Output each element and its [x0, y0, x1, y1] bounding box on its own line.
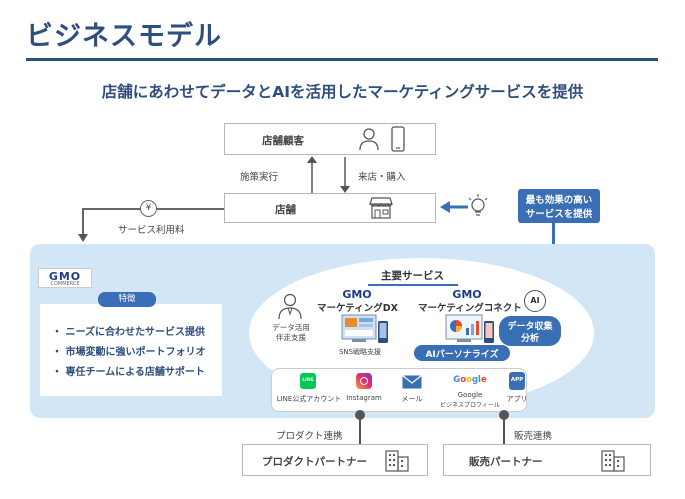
channel-label-app: アプリ: [506, 395, 528, 403]
feature-item: ・ 専任チームによる店舗サポート: [52, 367, 205, 378]
feature-item: ・ ニーズに合わせたサービス提供: [52, 327, 205, 338]
dx-device-illustration: [341, 314, 388, 343]
instagram-icon-lens: [360, 377, 368, 385]
company-logo-sub: COMMERCE: [50, 281, 80, 287]
line-icon-glyph: LINE: [302, 378, 314, 383]
data-collection-line1: データ収集: [507, 322, 553, 332]
fee-arrowhead: [78, 234, 88, 242]
mail-icon: [402, 375, 422, 389]
dx-caption: SNS戦略支援: [338, 348, 382, 356]
product-connector: [359, 412, 361, 446]
data-collection-badge: [499, 316, 561, 346]
customer-label: 店舗顧客: [262, 135, 304, 147]
bulb-icon: [468, 194, 488, 216]
smartphone-icon: [391, 126, 405, 152]
store-customer-arrows: [307, 156, 350, 193]
channel-label-mail: メール: [401, 395, 423, 403]
channel-sublabel-google: ビジネスプロフィール: [440, 402, 500, 409]
data-collection-line2: 分析: [520, 334, 539, 344]
title-divider: [26, 58, 658, 61]
fee-line-vertical: [82, 208, 84, 236]
main-services-title: 主要サービス: [381, 270, 444, 282]
person-icon: [359, 128, 379, 151]
company-logo-main: GMO: [48, 270, 82, 283]
ai-chip-label: AI: [530, 296, 540, 305]
best-service-connector: [552, 223, 555, 245]
sales-partner-label: 販売パートナー: [469, 456, 543, 468]
connect-brand-logo: GMO: [452, 288, 482, 301]
features-box: [40, 304, 222, 396]
page-subtitle: 店舗にあわせてデータとAIを活用したマーケティングサービスを提供: [101, 83, 584, 101]
provide-arrow: [440, 201, 468, 213]
sales-connector-dot: [499, 410, 509, 420]
channel-label-line: LINE公式アカウント: [276, 395, 342, 403]
best-service-box: [518, 189, 600, 223]
line-icon: [300, 373, 316, 389]
sales-partner-box: [443, 444, 651, 476]
support-line1: データ活用: [272, 323, 310, 332]
best-service-line1: 最も効果の高い: [525, 195, 593, 206]
consultant-icon: [278, 293, 302, 320]
yen-icon: ¥: [140, 200, 157, 217]
ai-chip-icon: [524, 290, 546, 312]
store-label: 店舗: [275, 204, 296, 216]
building-icon: [385, 450, 409, 472]
product-partner-label: プロダクトパートナー: [262, 456, 367, 468]
product-link-label: プロダクト連携: [276, 431, 343, 442]
google-icon: Google: [453, 375, 487, 385]
channel-label-instagram: Instagram: [346, 394, 382, 402]
store-box: [224, 193, 436, 223]
store-icon: [369, 197, 393, 219]
sales-connector: [503, 412, 505, 446]
connect-service-name: マーケティングコネクト: [418, 303, 522, 314]
feature-item: ・ 市場変動に強いポートフォリオ: [52, 347, 206, 358]
measures-label: 施策実行: [240, 172, 279, 183]
dx-service-name: マーケティングDX: [317, 303, 398, 314]
page-title: ビジネスモデル: [26, 21, 222, 52]
ai-personalize-label: AIパーソナライズ: [425, 350, 499, 360]
sales-link-label: 販売連携: [514, 431, 553, 442]
building-icon: [601, 450, 625, 472]
main-services-underline: [368, 284, 458, 286]
visit-label: 来店・購入: [358, 172, 406, 183]
product-connector-dot: [355, 410, 365, 420]
best-service-line2: サービスを提供: [525, 209, 593, 220]
customer-box: [224, 123, 436, 155]
support-line2: 伴走支援: [276, 333, 306, 342]
app-icon: [509, 372, 525, 390]
company-logo: GMO COMMERCE: [38, 268, 92, 288]
channel-label-google: Google: [457, 391, 483, 399]
features-tag: 特徴: [98, 292, 156, 307]
connect-device-illustration: [445, 314, 494, 343]
service-fee-label: サービス利用料: [118, 225, 185, 236]
app-icon-glyph: APP: [510, 377, 524, 383]
ai-personalize-badge: [414, 345, 510, 361]
dx-brand-logo: GMO: [342, 288, 372, 301]
